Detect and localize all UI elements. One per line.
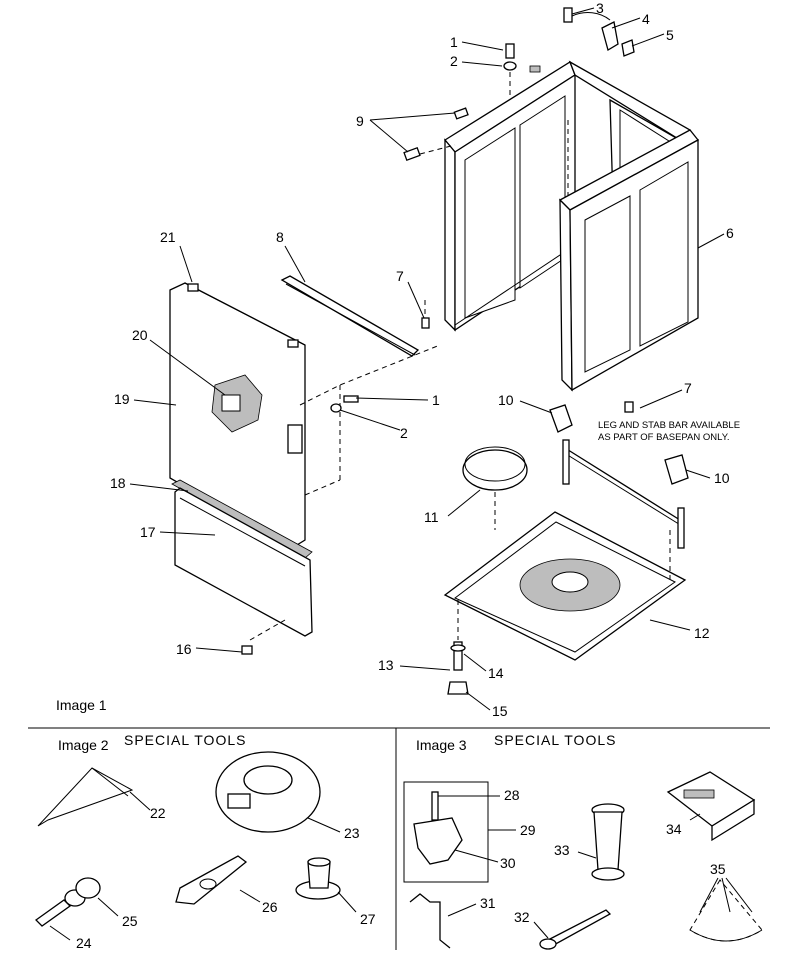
- callout-22: 22: [150, 805, 166, 821]
- screw-parts-top: [403, 7, 635, 161]
- callout-7: 7: [396, 268, 404, 284]
- callout-16: 16: [176, 641, 192, 657]
- callout-11: 11: [424, 509, 439, 525]
- callout-20: 20: [132, 327, 148, 343]
- callout-10: 10: [498, 392, 514, 408]
- callout-6: 6: [726, 225, 734, 241]
- callout-30: 30: [500, 855, 516, 871]
- tool-wrench-blade: [175, 855, 261, 905]
- callout-2-door: 2: [400, 425, 408, 441]
- callout-18: 18: [110, 475, 126, 491]
- callout-35: 35: [710, 861, 726, 877]
- callout-5: 5: [666, 27, 674, 43]
- callout-13: 13: [378, 657, 394, 673]
- callout-1: 1: [450, 34, 458, 50]
- tool-clamp-kit-box: [403, 781, 516, 883]
- special-tools-heading-2: SPECIAL TOOLS: [124, 732, 246, 748]
- callout-4: 4: [642, 11, 650, 27]
- leveling-leg-parts: [447, 600, 469, 695]
- callout-3: 3: [596, 0, 604, 16]
- door-hinge-bar: [280, 275, 430, 357]
- leader-lines: [129, 7, 725, 711]
- tool-probe: [533, 909, 612, 950]
- tool-tub-insert: [689, 877, 763, 942]
- note-line-2: AS PART OF BASEPAN ONLY.: [598, 432, 729, 443]
- door-assembly: [169, 282, 441, 549]
- callout-14: 14: [488, 665, 504, 681]
- image-1-label: Image 1: [56, 697, 107, 713]
- tool-hub-adapter: [295, 857, 357, 913]
- tool-fitting: [34, 877, 119, 941]
- callout-27: 27: [360, 911, 376, 927]
- callout-32: 32: [514, 909, 530, 925]
- tool-drive-hook: [37, 767, 151, 827]
- callout-21: 21: [160, 229, 176, 245]
- callout-12: 12: [694, 625, 710, 641]
- callout-34: 34: [666, 821, 682, 837]
- callout-9: 9: [356, 113, 364, 129]
- special-tools-heading-3: SPECIAL TOOLS: [494, 732, 616, 748]
- toe-panel: [174, 487, 313, 655]
- callout-17: 17: [140, 524, 156, 540]
- callout-29: 29: [520, 822, 536, 838]
- callout-15: 15: [492, 703, 508, 719]
- image-3-label: Image 3: [416, 737, 467, 753]
- leg-brackets: [549, 401, 689, 485]
- callout-28: 28: [504, 787, 520, 803]
- callout-23: 23: [344, 825, 360, 841]
- tool-control-module: [666, 771, 756, 842]
- tool-spanner-ring: [215, 751, 341, 833]
- callout-8: 8: [276, 229, 284, 245]
- callout-24: 24: [76, 935, 92, 951]
- base-pan: [443, 511, 687, 661]
- callout-19: 19: [114, 391, 130, 407]
- drive-belt: [462, 446, 528, 530]
- note-line-1: LEG AND STAB BAR AVAILABLE: [598, 420, 740, 431]
- callout-2: 2: [450, 53, 458, 69]
- screw-parts-door: [330, 395, 359, 413]
- callout-10-right: 10: [714, 470, 730, 486]
- cabinet-side-panel: [558, 129, 699, 392]
- callout-33: 33: [554, 842, 570, 858]
- tool-bracket: [409, 893, 477, 949]
- callout-25: 25: [122, 913, 138, 929]
- stab-bar: [562, 439, 685, 549]
- callout-1-door: 1: [432, 392, 440, 408]
- image-2-label: Image 2: [58, 737, 109, 753]
- callout-26: 26: [262, 899, 278, 915]
- callout-7-lower: 7: [684, 380, 692, 396]
- tool-spring-cartridge: [577, 803, 625, 881]
- callout-31: 31: [480, 895, 496, 911]
